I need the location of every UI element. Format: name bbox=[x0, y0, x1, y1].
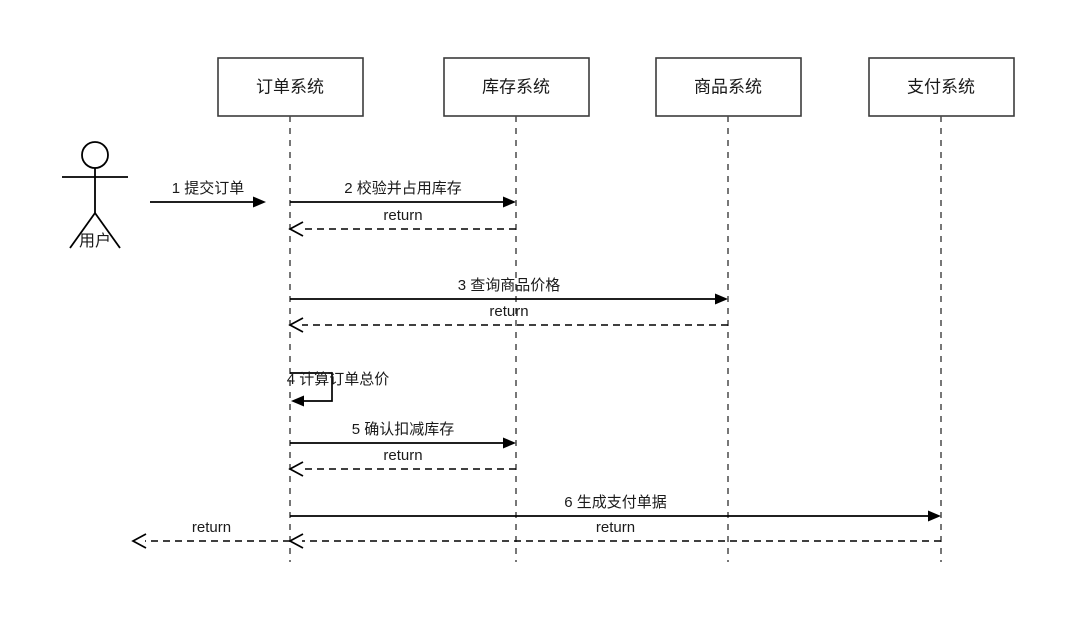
participant-inventory[interactable]: 库存系统 bbox=[443, 57, 590, 562]
messages-layer: 1 提交订单 2 校验并占用库存 return 3 查询商品价格 return 4 计算订… bbox=[131, 179, 941, 549]
message-label-2: 2 校验并占用库存 bbox=[344, 180, 462, 197]
message-6[interactable]: 6 生成支付单据 bbox=[290, 494, 941, 522]
message-4[interactable]: 4 计算订单总价 bbox=[287, 370, 390, 407]
actor-user[interactable]: 用户 bbox=[62, 141, 128, 250]
participant-label-payment: 支付系统 bbox=[907, 77, 975, 96]
message-arrowhead-7r bbox=[131, 533, 147, 549]
message-label-3: 3 查询商品价格 bbox=[458, 277, 561, 294]
message-1[interactable]: 1 提交订单 bbox=[150, 179, 266, 208]
participant-order[interactable]: 订单系统 bbox=[217, 57, 364, 562]
lifelines-layer: 订单系统 库存系统 商品系统 支付系统 bbox=[217, 57, 1015, 562]
message-arrowhead-1 bbox=[253, 196, 266, 208]
message-self-loop-4 bbox=[290, 372, 333, 402]
participant-box-inventory[interactable] bbox=[443, 57, 590, 117]
message-label-5r: return bbox=[383, 447, 422, 464]
message-label-1: 1 提交订单 bbox=[172, 179, 245, 197]
message-label-6: 6 生成支付单据 bbox=[564, 494, 667, 511]
message-arrowhead-5r bbox=[288, 461, 304, 477]
participant-label-order: 订单系统 bbox=[256, 77, 324, 96]
message-3[interactable]: 3 查询商品价格 bbox=[290, 277, 728, 305]
message-arrowhead-3 bbox=[715, 293, 728, 305]
message-5r[interactable]: return bbox=[288, 447, 516, 477]
message-label-2r: return bbox=[383, 207, 422, 224]
message-label-5: 5 确认扣减库存 bbox=[352, 421, 455, 438]
message-label-4: 4 计算订单总价 bbox=[287, 370, 390, 388]
message-label-3r: return bbox=[489, 303, 528, 320]
participant-label-product: 商品系统 bbox=[694, 77, 762, 96]
message-arrowhead-5 bbox=[503, 437, 516, 449]
message-2r[interactable]: return bbox=[288, 207, 516, 237]
actor-leg-right-icon bbox=[94, 212, 121, 249]
participant-box-order[interactable] bbox=[217, 57, 364, 117]
message-arrowhead-6r bbox=[288, 533, 304, 549]
actor-layer: 用户 bbox=[62, 141, 128, 250]
actor-leg-left-icon bbox=[69, 212, 96, 249]
message-5[interactable]: 5 确认扣减库存 bbox=[290, 421, 516, 449]
message-7r[interactable]: return bbox=[131, 519, 290, 549]
participant-product[interactable]: 商品系统 bbox=[655, 57, 802, 562]
message-arrowhead-3r bbox=[288, 317, 304, 333]
message-arrowhead-4 bbox=[291, 395, 304, 407]
participant-box-product[interactable] bbox=[655, 57, 802, 117]
message-label-7r: return bbox=[192, 519, 231, 536]
actor-label: 用户 bbox=[79, 232, 111, 250]
message-3r[interactable]: return bbox=[288, 303, 728, 333]
participant-label-inventory: 库存系统 bbox=[482, 77, 550, 96]
message-6r[interactable]: return bbox=[288, 519, 941, 549]
actor-head-icon bbox=[81, 141, 109, 169]
participant-box-payment[interactable] bbox=[868, 57, 1015, 117]
message-label-6r: return bbox=[596, 519, 635, 536]
message-arrowhead-2r bbox=[288, 221, 304, 237]
message-arrowhead-2 bbox=[503, 196, 516, 208]
participant-payment[interactable]: 支付系统 bbox=[868, 57, 1015, 562]
message-2[interactable]: 2 校验并占用库存 bbox=[290, 180, 516, 208]
message-arrowhead-6 bbox=[928, 510, 941, 522]
